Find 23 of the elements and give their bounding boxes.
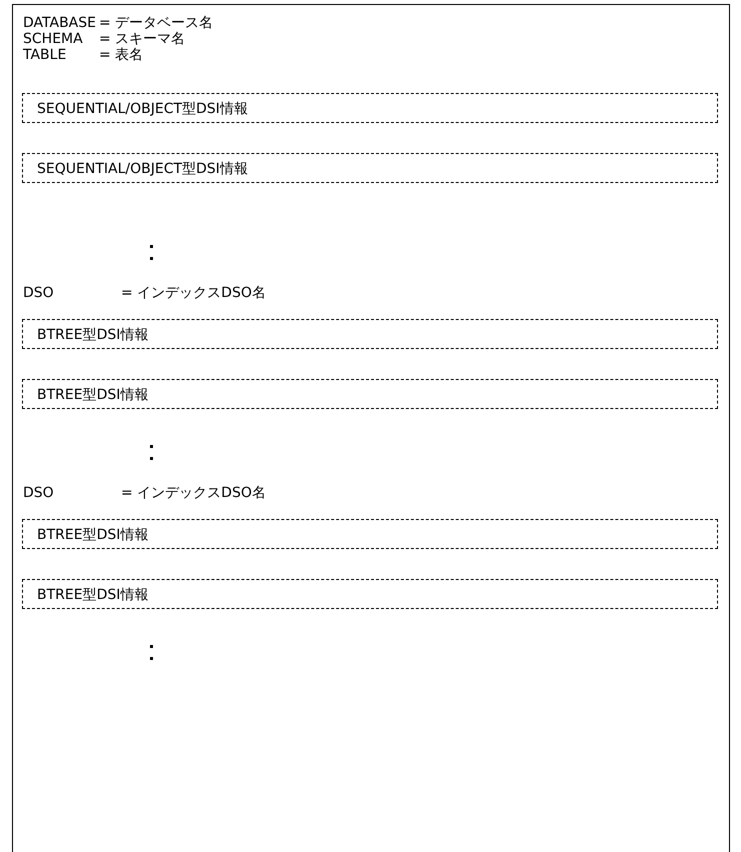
record-box <box>22 579 718 609</box>
field-value: = インデックスDSO名 <box>121 485 266 501</box>
record-box <box>22 153 718 183</box>
field-value: = 表名 <box>99 47 144 63</box>
field-name: DATABASE <box>23 15 96 31</box>
record-text: BTREE型DSI情報 <box>37 586 148 604</box>
field-name: DSO <box>23 285 54 301</box>
field-value: = データベース名 <box>99 15 214 31</box>
field-name: DSO <box>23 485 54 501</box>
field-name: SCHEMA <box>23 31 83 47</box>
record-text: SEQUENTIAL/OBJECT型DSI情報 <box>37 160 248 178</box>
record-box <box>22 379 718 409</box>
record-box <box>22 519 718 549</box>
record-box <box>22 319 718 349</box>
record-text: BTREE型DSI情報 <box>37 386 148 404</box>
field-value: = インデックスDSO名 <box>121 285 266 301</box>
record-text: BTREE型DSI情報 <box>37 526 148 544</box>
field-value: = スキーマ名 <box>99 31 186 47</box>
frame-box <box>12 4 730 852</box>
field-name: TABLE <box>23 47 66 63</box>
record-text: SEQUENTIAL/OBJECT型DSI情報 <box>37 100 248 118</box>
record-text: BTREE型DSI情報 <box>37 326 148 344</box>
record-box <box>22 93 718 123</box>
